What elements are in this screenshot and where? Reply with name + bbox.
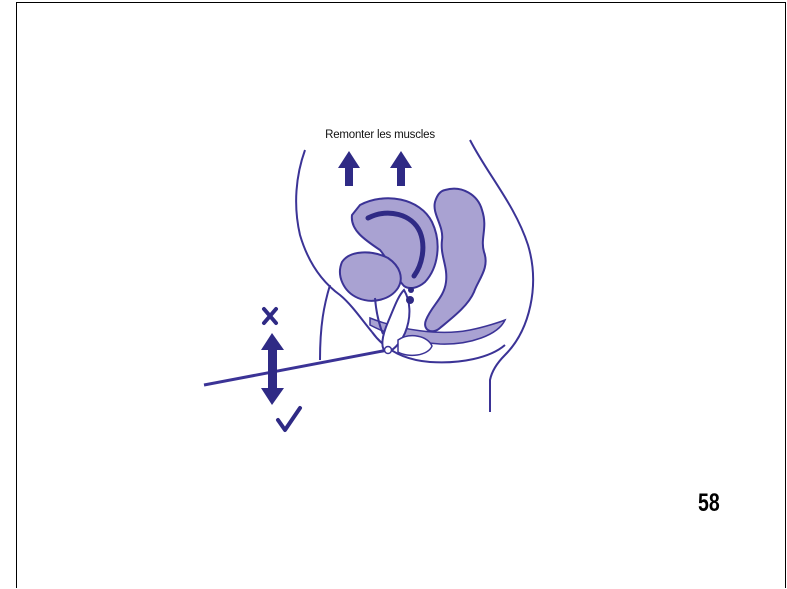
pelvic-floor-illustration [195, 120, 555, 450]
probe-rod [204, 350, 388, 385]
thigh-line [320, 285, 330, 360]
up-arrow-icon [338, 151, 360, 186]
check-mark-icon [278, 408, 300, 430]
wrong-direction-x-icon [264, 309, 276, 323]
body-outline-front [296, 150, 372, 332]
page-number: 58 [698, 489, 720, 518]
bladder [340, 252, 401, 300]
up-arrow-icon [390, 151, 412, 186]
